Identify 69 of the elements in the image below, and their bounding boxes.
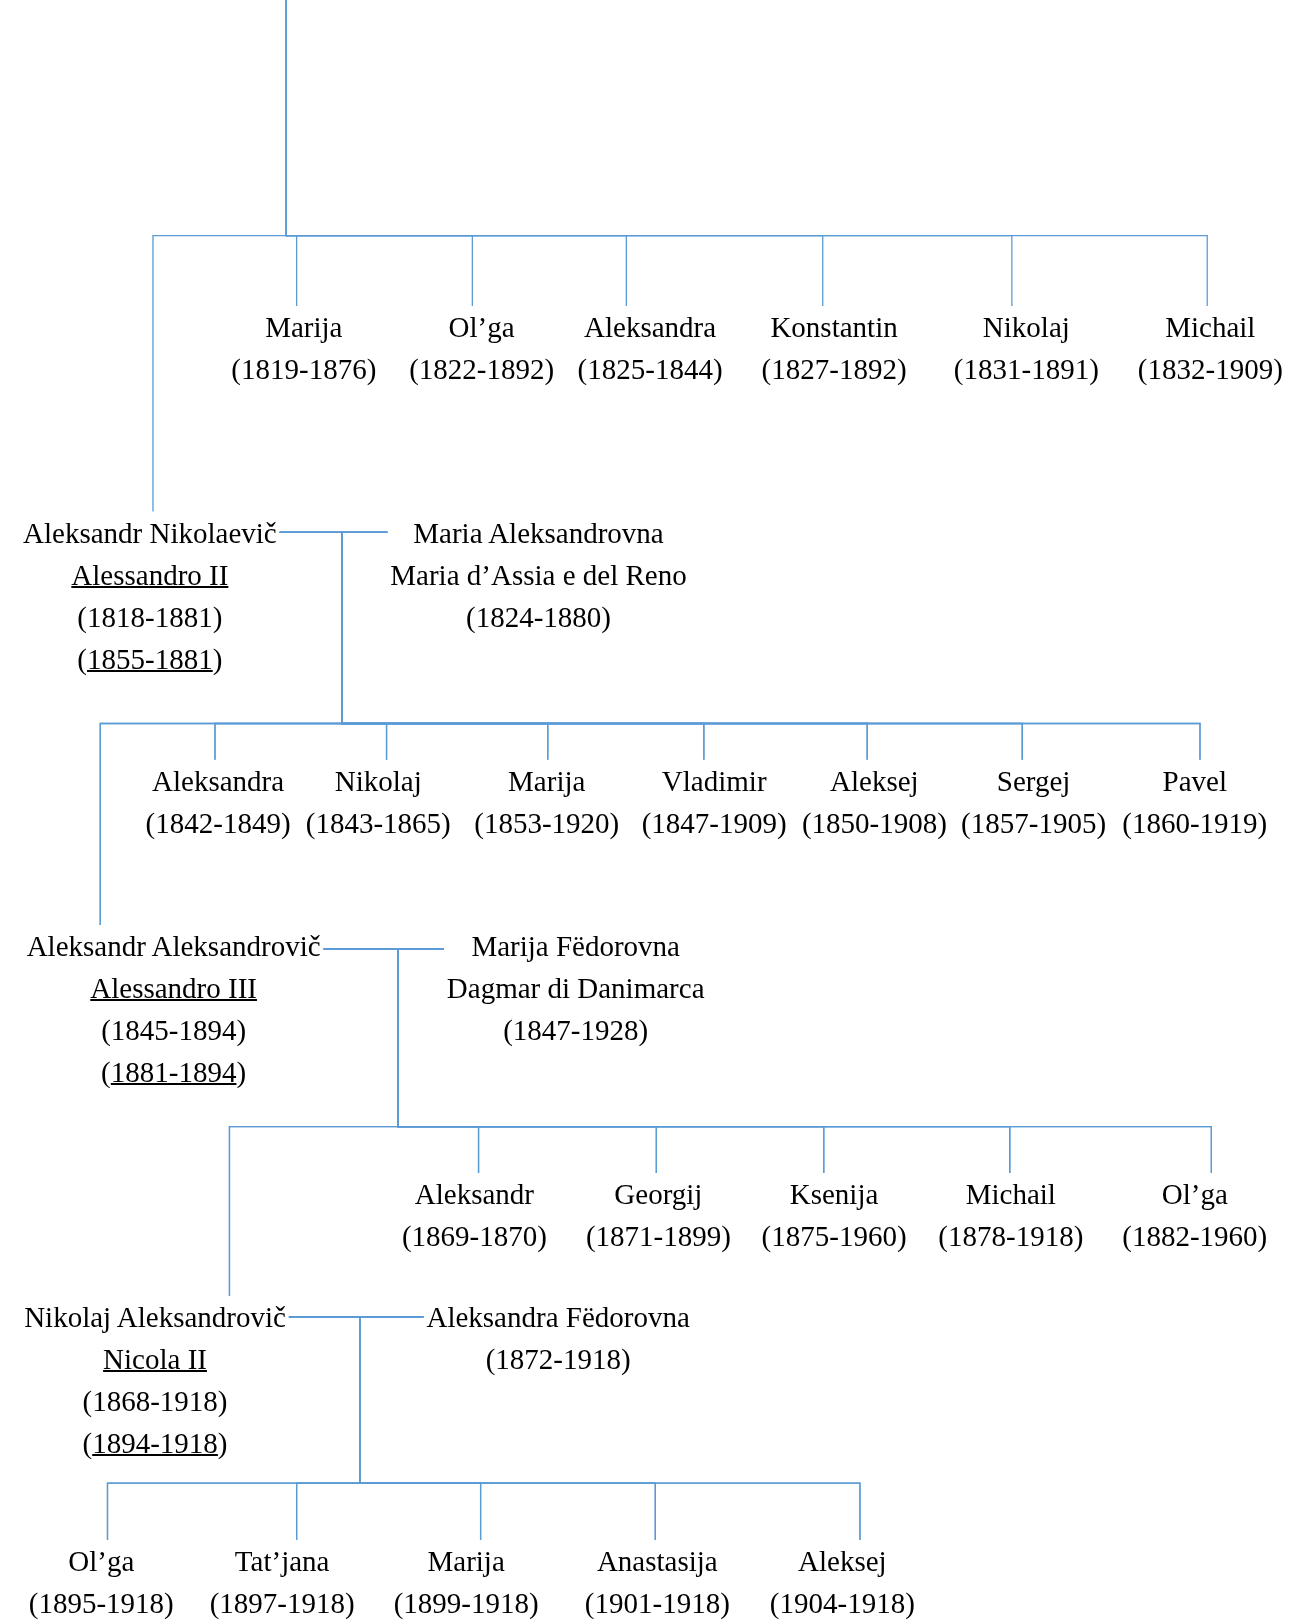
- person-name: Maria Aleksandrovna: [413, 515, 664, 551]
- life-dates: (1875-1960): [761, 1219, 907, 1255]
- person-name: Sergej: [996, 763, 1071, 799]
- life-dates: (1842-1849): [145, 805, 291, 841]
- life-dates: (1872-1918): [485, 1342, 631, 1378]
- life-dates: (1847-1909): [641, 805, 787, 841]
- person-subname: Dagmar di Danimarca: [446, 971, 705, 1007]
- person-name: Anastasija: [596, 1544, 718, 1579]
- life-dates: (1882-1960): [1122, 1219, 1268, 1255]
- person-name: Aleksandra: [584, 309, 717, 345]
- person-name: Aleksej: [798, 1544, 887, 1579]
- life-dates: (1868-1918): [82, 1384, 228, 1420]
- life-dates: (1850-1908): [801, 805, 947, 841]
- life-dates: (1818-1881): [77, 599, 223, 635]
- person-name: Aleksej: [830, 763, 919, 799]
- regnal-name: Alessandro III: [90, 971, 257, 1007]
- person-name: Nikolaj: [982, 309, 1070, 345]
- life-dates: (1832-1909): [1137, 351, 1283, 387]
- person-name: Nikolaj: [334, 763, 422, 799]
- family-line: [99, 531, 388, 926]
- life-dates: (1825-1844): [577, 351, 723, 387]
- reign-dates: (1894-1918): [82, 1426, 228, 1462]
- life-dates: (1827-1892): [761, 351, 907, 387]
- life-dates: (1843-1865): [305, 805, 451, 841]
- person-name: Marija: [508, 763, 586, 799]
- life-dates: (1899-1918): [393, 1586, 539, 1620]
- family-line: [228, 948, 445, 1297]
- life-dates: (1895-1918): [28, 1586, 174, 1620]
- person-name: Michail: [965, 1177, 1056, 1213]
- family-line: [152, 0, 287, 513]
- person-name: Aleksandr Aleksandrovič: [26, 929, 321, 965]
- person-subname: Maria d’Assia e del Reno: [390, 557, 687, 593]
- person-name: Tat’jana: [234, 1544, 330, 1579]
- person-name: Pavel: [1162, 763, 1227, 799]
- person-name: Konstantin: [770, 309, 898, 345]
- life-dates: (1847-1928): [503, 1013, 649, 1049]
- reign-dates: (1881-1894): [101, 1055, 247, 1091]
- life-dates: (1878-1918): [938, 1219, 1084, 1255]
- regnal-name: Nicola II: [103, 1342, 207, 1378]
- person-name: Marija: [427, 1544, 505, 1579]
- life-dates: (1871-1899): [585, 1219, 731, 1255]
- person-name: Vladimir: [661, 763, 767, 799]
- life-dates: (1860-1919): [1122, 805, 1268, 841]
- person-name: Ksenija: [789, 1177, 879, 1213]
- person-name: Nikolaj Aleksandrovič: [24, 1300, 286, 1336]
- life-dates: (1869-1870): [401, 1219, 547, 1255]
- person-name: Aleksandr: [414, 1177, 534, 1213]
- life-dates: (1904-1918): [769, 1586, 915, 1620]
- life-dates: (1822-1892): [409, 351, 555, 387]
- person-name: Michail: [1165, 309, 1256, 345]
- person-name: Ol’ga: [448, 309, 515, 345]
- life-dates: (1853-1920): [474, 805, 620, 841]
- life-dates: (1819-1876): [231, 351, 377, 387]
- person-name: Aleksandra: [152, 763, 285, 799]
- person-name: Marija Fëdorovna: [471, 929, 680, 965]
- life-dates: (1901-1918): [584, 1586, 730, 1620]
- person-name: Marija: [265, 309, 343, 345]
- life-dates: (1831-1891): [953, 351, 1099, 387]
- life-dates: (1824-1880): [466, 599, 611, 635]
- person-name: Ol’ga: [68, 1544, 135, 1579]
- regnal-name: Alessandro II: [71, 557, 229, 593]
- life-dates: (1897-1918): [209, 1586, 355, 1620]
- person-name: Georgij: [614, 1177, 703, 1213]
- reign-dates: (1855-1881): [77, 641, 223, 677]
- life-dates: (1857-1905): [961, 805, 1107, 841]
- life-dates: (1845-1894): [101, 1013, 247, 1049]
- person-name: Aleksandra Fëdorovna: [426, 1300, 690, 1336]
- person-name: Aleksandr Nikolaevič: [23, 515, 277, 551]
- person-name: Ol’ga: [1161, 1177, 1228, 1213]
